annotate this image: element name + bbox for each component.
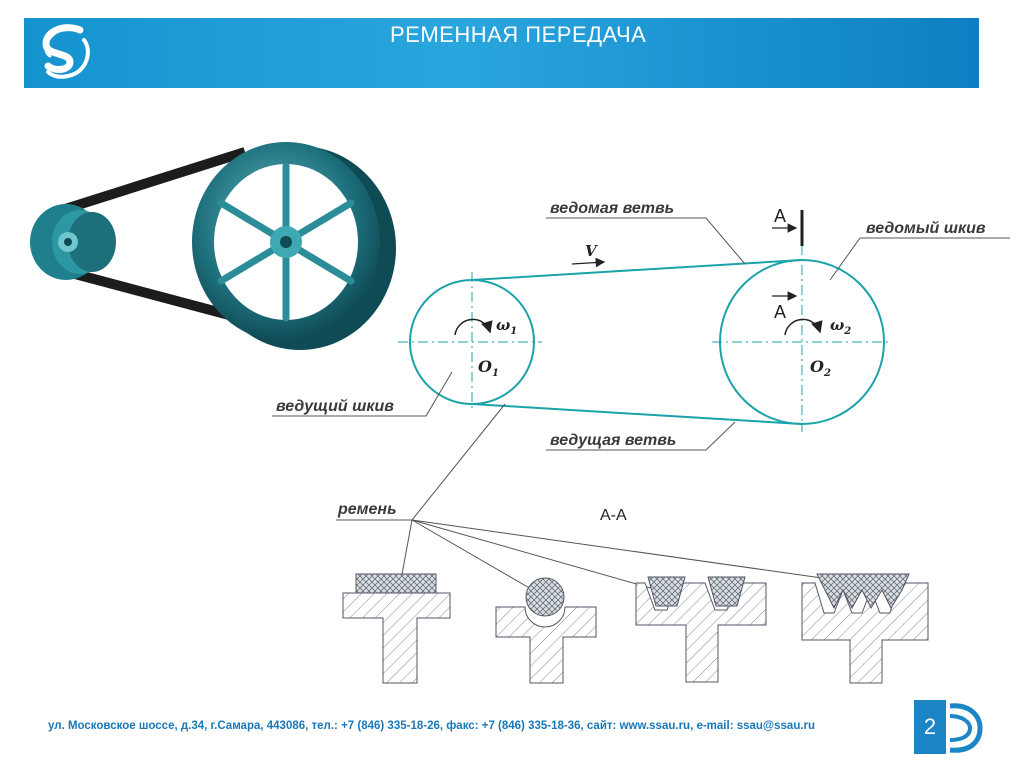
v-belt-section (635, 576, 767, 683)
page-title: РЕМЕННАЯ ПЕРЕДАЧА (390, 22, 647, 47)
header-bar (24, 18, 979, 88)
belt-label: ремень (337, 501, 397, 518)
ssau-logo-icon (42, 24, 90, 79)
pulley-illustration (30, 142, 396, 350)
driven-branch-label: ведомая ветвь (550, 200, 674, 217)
poly-v-belt-section (801, 573, 929, 684)
o2-label: O2 (810, 357, 831, 379)
page-number: 2 (914, 700, 946, 754)
omega2-label: ω2 (830, 316, 851, 337)
driving-branch-label: ведущая ветвь (550, 432, 676, 449)
section-title: А-А (600, 507, 627, 524)
flat-belt-section (342, 573, 451, 684)
ssau-logo-small-icon (949, 703, 983, 753)
omega1-label: ω1 (496, 316, 517, 337)
driven-pulley-label: ведомый шкив (866, 220, 986, 237)
o1-label: O1 (478, 357, 499, 379)
round-belt-section (495, 577, 597, 684)
velocity-label: V (585, 242, 598, 260)
footer-contact: ул. Московское шоссе, д.34, г.Самара, 44… (48, 720, 816, 732)
driving-pulley-label: ведущий шкив (276, 398, 394, 415)
section-mark-bottom: А (774, 302, 786, 322)
section-mark-top: А (774, 206, 786, 226)
